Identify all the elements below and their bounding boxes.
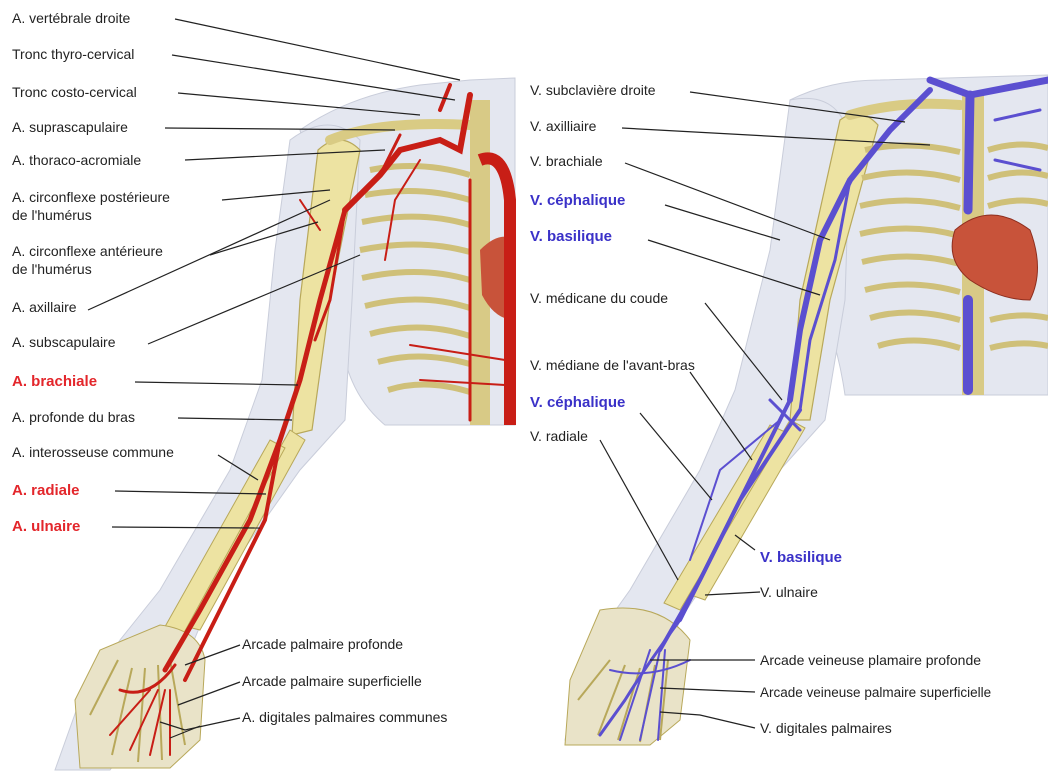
label-suprascapulaire: A. suprascapulaire bbox=[12, 119, 128, 136]
label-v-ulnaire: V. ulnaire bbox=[760, 584, 818, 601]
label-costo-cervical: Tronc costo-cervical bbox=[12, 84, 137, 101]
label-vertebrale: A. vertébrale droite bbox=[12, 10, 130, 27]
label-v-brachiale: V. brachiale bbox=[530, 153, 603, 170]
label-v-digitales: V. digitales palmaires bbox=[760, 720, 892, 737]
label-v-basilique-low: V. basilique bbox=[760, 549, 842, 566]
label-axillaire: A. axillaire bbox=[12, 299, 77, 316]
label-v-cephalique-top: V. céphalique bbox=[530, 192, 625, 209]
label-v-subclaviere: V. subclavière droite bbox=[530, 82, 656, 99]
label-v-arcade-profonde: Arcade veineuse plamaire profonde bbox=[760, 652, 981, 669]
label-profonde-du-bras: A. profonde du bras bbox=[12, 409, 135, 426]
label-arcade-palmaire-superficielle: Arcade palmaire superficielle bbox=[242, 673, 422, 690]
label-v-mediane: V. médiane de l'avant-bras bbox=[530, 357, 695, 374]
label-circonflexe-anterieure-1: A. circonflexe antérieure bbox=[12, 243, 163, 260]
label-arcade-palmaire-profonde: Arcade palmaire profonde bbox=[242, 636, 403, 653]
label-v-cephalique-low: V. céphalique bbox=[530, 394, 625, 411]
label-digitales-palmaires: A. digitales palmaires communes bbox=[242, 709, 447, 726]
label-v-axillaire: V. axilliaire bbox=[530, 118, 596, 135]
label-radiale: A. radiale bbox=[12, 482, 80, 499]
label-v-arcade-superficielle: Arcade veineuse palmaire superficielle bbox=[760, 684, 991, 701]
label-circonflexe-anterieure-2: de l'humérus bbox=[12, 261, 92, 278]
label-subscapulaire: A. subscapulaire bbox=[12, 334, 116, 351]
label-thyro-cervical: Tronc thyro-cervical bbox=[12, 46, 134, 63]
right-arm-illustration bbox=[565, 75, 1048, 745]
label-circonflexe-posterieure-2: de l'humérus bbox=[12, 207, 92, 224]
label-v-radiale: V. radiale bbox=[530, 428, 588, 445]
label-circonflexe-posterieure-1: A. circonflexe postérieure bbox=[12, 189, 170, 206]
label-brachiale: A. brachiale bbox=[12, 373, 97, 390]
label-interosseuse: A. interosseuse commune bbox=[12, 444, 174, 461]
label-v-medicane: V. médicane du coude bbox=[530, 290, 668, 307]
label-v-basilique-top: V. basilique bbox=[530, 228, 612, 245]
label-thoraco-acromiale: A. thoraco-acromiale bbox=[12, 152, 141, 169]
label-ulnaire: A. ulnaire bbox=[12, 518, 80, 535]
